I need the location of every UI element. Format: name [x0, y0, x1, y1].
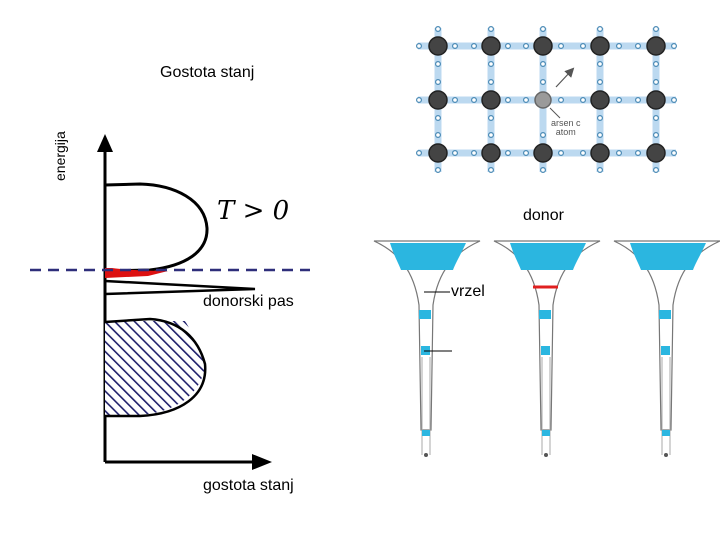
gap-label: vrzel	[451, 283, 485, 300]
arsenic-label-line2: atom	[555, 127, 576, 137]
valence-band-outline	[104, 317, 207, 418]
arsenic-atom	[534, 91, 552, 109]
arsenic-pointer	[549, 107, 561, 119]
free-electron-arrow	[555, 67, 575, 88]
x-axis-arrowhead	[252, 454, 272, 470]
x-axis-label: gostota stanj	[203, 477, 294, 494]
funnel-2	[493, 240, 601, 457]
y-axis-arrowhead	[97, 134, 113, 152]
bond-electrons	[416, 26, 677, 174]
lattice-atoms	[428, 36, 666, 163]
crystal-lattice	[416, 26, 677, 174]
valence-band-hatched	[105, 321, 205, 416]
temperature-label: T > 0	[217, 196, 290, 226]
funnel-3	[613, 240, 720, 457]
donor-band-spike	[104, 279, 256, 296]
arsenic-atom-label: arsen c atom	[551, 119, 581, 137]
donor-title: donor	[523, 207, 564, 224]
conduction-band-curve	[104, 182, 209, 273]
dos-title: Gostota stanj	[160, 64, 255, 81]
y-axis-label: energija	[52, 131, 68, 181]
funnel-1	[373, 240, 481, 457]
arsenic-label-line1: arsen c	[551, 118, 581, 128]
donor-band-label: donorski pas	[203, 293, 294, 310]
dos-plot	[30, 134, 310, 470]
donor-funnels	[373, 240, 720, 457]
